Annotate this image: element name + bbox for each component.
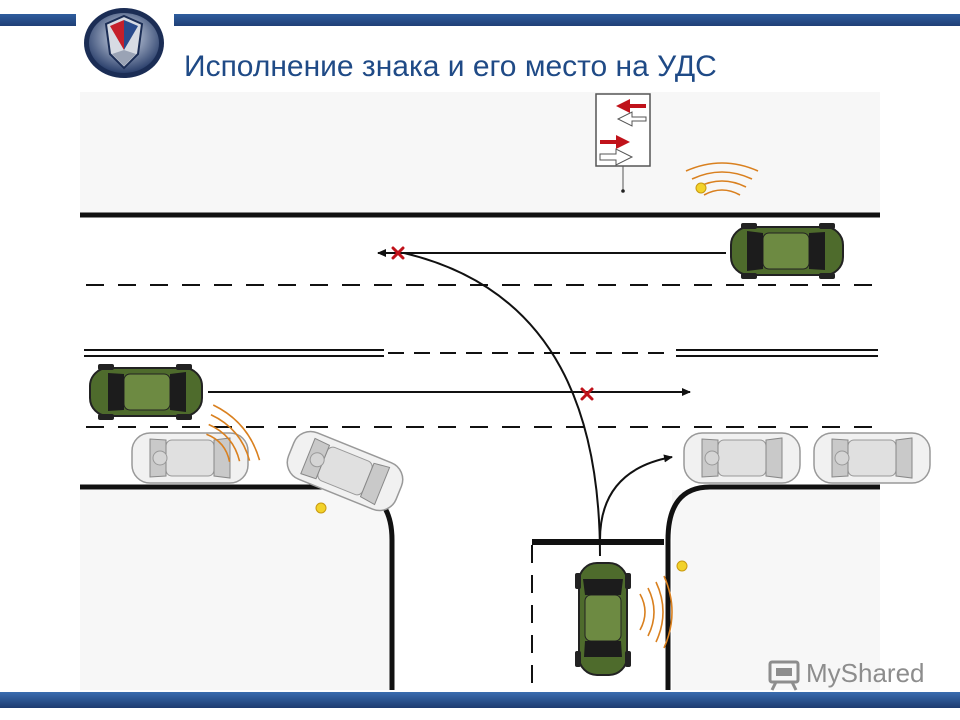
car-side-road bbox=[574, 562, 632, 676]
conflict-cross-icon bbox=[580, 387, 594, 401]
parked-car bbox=[813, 432, 931, 484]
slide-title: Исполнение знака и его место на УДС bbox=[184, 50, 717, 83]
top-band-left bbox=[0, 14, 76, 26]
parked-car bbox=[683, 432, 801, 484]
top-band-right bbox=[174, 14, 960, 26]
curb-right bbox=[665, 484, 711, 690]
path-left-turn bbox=[403, 252, 601, 557]
emblem-shield-icon bbox=[84, 8, 164, 78]
blinker-light bbox=[676, 560, 688, 572]
conflict-cross-icon bbox=[391, 246, 405, 260]
car-oncoming bbox=[730, 222, 844, 280]
lane-direction-sign bbox=[595, 93, 651, 193]
presentation-board-icon bbox=[768, 660, 800, 691]
sign-arrow-left-red-icon bbox=[616, 99, 646, 113]
sign-arrow-right-red-icon bbox=[600, 135, 630, 149]
blinker-light bbox=[695, 182, 707, 194]
path-right-turn bbox=[599, 454, 673, 541]
watermark-text: MyShared bbox=[806, 658, 925, 688]
sign-arrow-left-white-icon bbox=[616, 111, 647, 127]
blinker-light bbox=[315, 502, 327, 514]
sign-arrow-right-white-icon bbox=[599, 148, 634, 166]
car-main-road bbox=[89, 363, 203, 421]
bottom-band bbox=[0, 692, 960, 708]
